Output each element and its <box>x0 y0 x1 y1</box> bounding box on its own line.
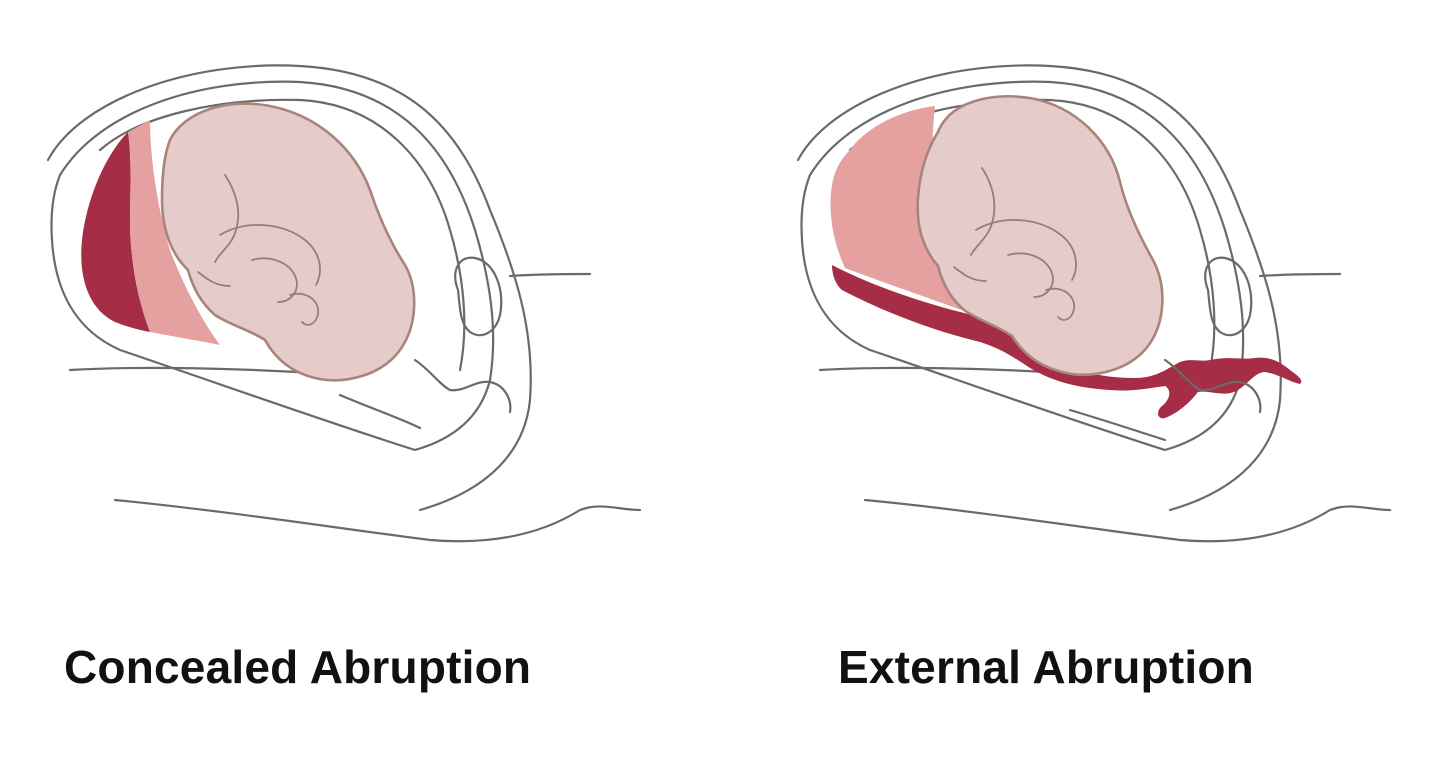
surface-line-right <box>508 272 592 278</box>
fetus-hand-line <box>1045 287 1075 321</box>
concealed-abruption-illustration <box>20 40 680 580</box>
external-abruption-illustration <box>770 40 1430 580</box>
fetus-foot-line <box>197 271 231 287</box>
uterus-inner-wall <box>98 98 466 372</box>
pelvic-bone <box>1204 256 1253 337</box>
abdomen-lower-contour <box>863 498 1392 543</box>
birth-canal-line <box>1068 408 1167 442</box>
fetus <box>916 95 1164 376</box>
fetus-foot-line <box>953 266 987 282</box>
fetus <box>160 102 416 382</box>
abdomen-outline <box>46 64 532 512</box>
concealed-abruption-svg <box>46 64 642 543</box>
cervix-outline <box>413 358 512 414</box>
abdomen-lower-contour <box>113 498 642 543</box>
fetus-leg-line <box>975 219 1077 281</box>
birth-canal-line <box>338 393 422 430</box>
external-blood-flow <box>832 265 1302 419</box>
fetus-arm-line <box>214 174 240 263</box>
surface-line-right <box>1258 272 1342 278</box>
uterus-outer-wall <box>800 80 1245 452</box>
concealed-blood-clot <box>81 132 150 332</box>
cervix-outline <box>1163 358 1262 414</box>
caption-external-abruption: External Abruption <box>838 641 1254 693</box>
uterus-outer-wall <box>50 80 495 452</box>
abdomen-outline <box>796 64 1282 512</box>
fetus-hand-line <box>289 292 319 326</box>
placenta <box>128 120 220 345</box>
pelvic-bone <box>454 256 503 337</box>
fetus-knee-line <box>1007 252 1054 298</box>
fetus-knee-line <box>251 257 298 303</box>
external-abruption-svg <box>796 64 1392 543</box>
fetus-leg-line <box>219 224 321 286</box>
caption-concealed-abruption: Concealed Abruption <box>64 641 532 693</box>
